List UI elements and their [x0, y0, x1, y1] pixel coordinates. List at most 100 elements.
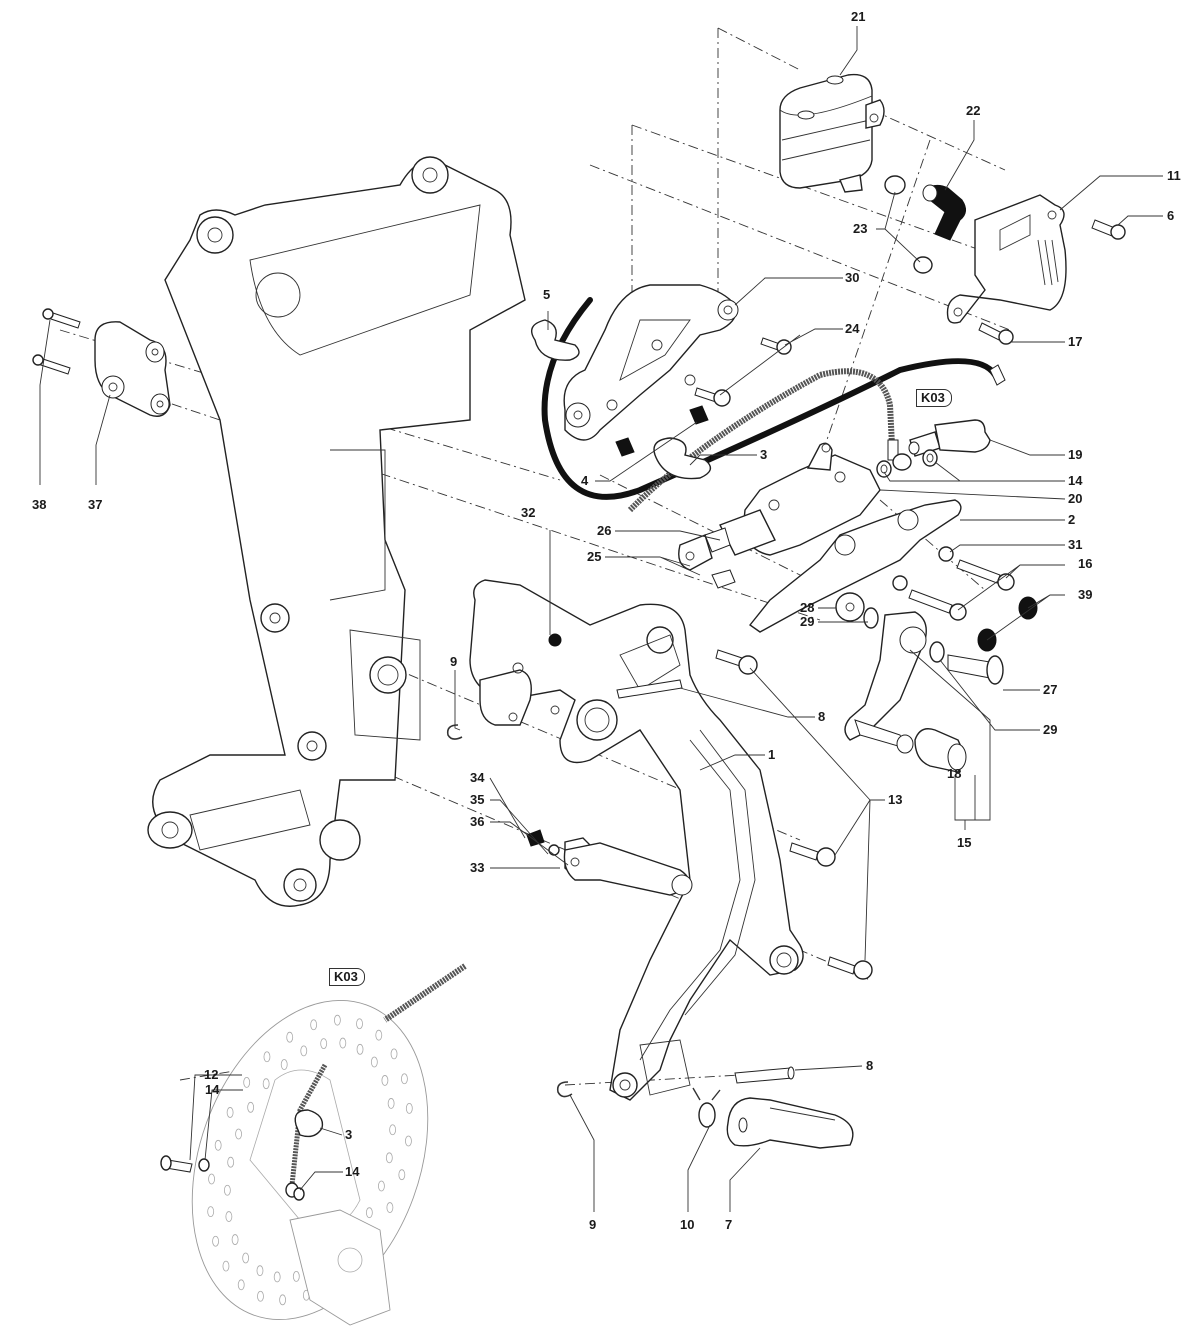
part-39-bushes: [977, 596, 1038, 652]
callout-7: 7: [725, 1217, 733, 1232]
disc-hole: [381, 1075, 389, 1086]
part-31-washers: [892, 546, 954, 591]
callout-33: 33: [470, 860, 485, 875]
part-12-bolt: [160, 1155, 193, 1173]
disc-hole: [398, 1169, 406, 1181]
part-13-bolts: [715, 649, 873, 980]
callout-15: 15: [957, 835, 972, 850]
callout-27: 27: [1043, 682, 1058, 697]
callout-14-lower: 14: [345, 1164, 360, 1179]
part-35-ball: [548, 844, 560, 856]
disc-hole: [292, 1271, 300, 1282]
callout-28: 28: [800, 600, 815, 615]
disc-hole: [212, 1235, 219, 1247]
disc-hole: [385, 1152, 393, 1164]
disc-hole: [256, 1265, 264, 1277]
disc-hole: [401, 1073, 408, 1085]
disc-hole: [300, 1045, 308, 1057]
callout-3-upper: 3: [760, 447, 768, 462]
callout-16: 16: [1078, 556, 1093, 571]
callout-37: 37: [88, 497, 103, 512]
callout-19: 19: [1068, 447, 1083, 462]
disc-hole: [320, 1038, 328, 1049]
disc-hole: [375, 1029, 383, 1041]
part-30-heel-plate: [563, 284, 739, 441]
callout-4: 4: [581, 473, 589, 488]
disc-hole: [273, 1271, 281, 1283]
callout-3-lower: 3: [345, 1127, 353, 1142]
disc-hole: [370, 1056, 378, 1068]
callout-25: 25: [587, 549, 602, 564]
part-4-grommets: [615, 405, 709, 457]
part-28-washer: [835, 592, 865, 622]
callout-32: 32: [521, 505, 536, 520]
part-21-reservoir: [779, 73, 885, 193]
disc-hole: [387, 1098, 395, 1109]
part-8-pin-upper: [616, 679, 683, 699]
part-33-footrest-mount: [563, 842, 693, 896]
disc-hole: [390, 1048, 398, 1060]
disc-hole: [378, 1180, 385, 1192]
part-3-clip-lower: [294, 1109, 324, 1138]
callout-20: 20: [1068, 491, 1083, 506]
part-17-bolt: [978, 322, 1014, 345]
part-18-rubber: [914, 728, 967, 773]
callout-38: 38: [32, 497, 47, 512]
braided-brake-line: [627, 368, 912, 513]
disc-hole: [207, 1206, 215, 1218]
callout-10: 10: [680, 1217, 695, 1232]
callout-31: 31: [1068, 537, 1083, 552]
callout-21: 21: [851, 9, 866, 24]
callout-13: 13: [888, 792, 903, 807]
part-14-washers: [876, 449, 938, 478]
callout-11: 11: [1167, 168, 1181, 183]
disc-hole: [225, 1211, 233, 1222]
disc-hole: [280, 1059, 288, 1070]
disc-hole: [279, 1294, 287, 1306]
callout-34: 34: [470, 770, 485, 785]
disc-hole: [356, 1018, 363, 1030]
part-27-pin: [947, 654, 1004, 685]
callout-1: 1: [768, 747, 776, 762]
disc-hole: [286, 1031, 294, 1043]
callout-8-upper: 8: [818, 709, 826, 724]
disc-hole: [365, 1207, 373, 1219]
disc-hole: [247, 1101, 255, 1113]
rear-brake-caliper: [289, 1209, 391, 1326]
callout-22: 22: [966, 103, 981, 118]
part-14-washers-lower: [198, 1158, 305, 1201]
callout-35: 35: [470, 792, 485, 807]
part-15-lever: [844, 611, 927, 754]
reference-tag-k03-lower: K03: [329, 968, 365, 986]
disc-hole: [243, 1076, 251, 1088]
callout-14-upper: 14: [1068, 473, 1083, 488]
part-32-plug: [548, 633, 562, 647]
callout-36: 36: [470, 814, 485, 829]
callout-39: 39: [1078, 587, 1093, 602]
part-11-guard: [946, 194, 1067, 324]
disc-hole: [257, 1290, 264, 1302]
callout-6: 6: [1167, 208, 1175, 223]
disc-hole: [405, 1102, 413, 1114]
disc-hole: [333, 1014, 341, 1026]
callout-24: 24: [845, 321, 860, 336]
part-16-bolts: [908, 559, 1015, 621]
callout-5: 5: [543, 287, 551, 302]
disc-hole: [235, 1128, 242, 1140]
part-22-hose: [922, 184, 966, 241]
disc-hole: [405, 1135, 412, 1147]
callout-8-lower: 8: [866, 1058, 874, 1073]
callout-30: 30: [845, 270, 860, 285]
part-5-clip: [531, 319, 580, 361]
reference-tag-k03-upper: K03: [916, 389, 952, 407]
part-19-fitting: [908, 419, 991, 457]
part-38-screws: [32, 308, 81, 375]
part-24-screws: [694, 337, 792, 407]
pedal-switch-bracket: [479, 662, 560, 726]
disc-hole: [386, 1202, 394, 1213]
disc-hole: [237, 1279, 245, 1291]
part-25-clevis: [678, 534, 736, 589]
disc-hole: [214, 1139, 222, 1151]
callout-leader-lines: [39, 26, 1163, 1212]
part-10-spring: [692, 1087, 721, 1128]
